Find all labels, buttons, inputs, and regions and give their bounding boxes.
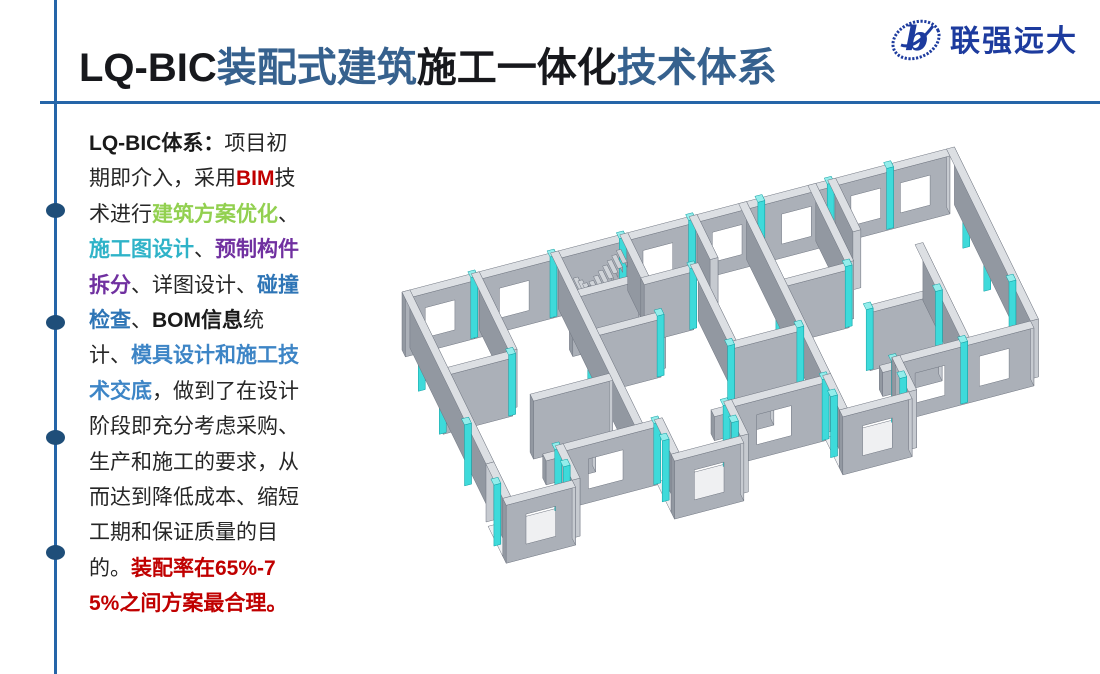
- text-segment: 模具设计和施工技术交底: [89, 344, 299, 403]
- text-segment: 、: [194, 237, 215, 262]
- text-segment: LQ-BIC: [79, 45, 217, 90]
- page-title: LQ-BIC装配式建筑施工一体化技术体系: [79, 44, 777, 92]
- timeline-dot: [46, 430, 65, 445]
- text-segment: 统计、: [89, 308, 264, 368]
- text-segment: 、详图设计、: [131, 272, 257, 297]
- text-segment: 技术进行: [89, 166, 296, 226]
- svg-text:b: b: [905, 19, 929, 59]
- text-segment: 技术体系: [616, 45, 777, 90]
- left-accent-line: [54, 0, 57, 674]
- text-segment: LQ-BIC体系：: [89, 132, 225, 155]
- logo-emblem-icon: b: [891, 19, 941, 61]
- text-segment: 、: [278, 201, 299, 226]
- description-text: LQ-BIC体系：项目初期即介入，采用BIM技术进行建筑方案优化、施工图设计、预…: [89, 126, 305, 622]
- text-segment: 、: [131, 308, 152, 333]
- text-segment: 建筑方案优化: [152, 202, 278, 226]
- text-segment: 装配率在65%-75%之间方案最合理。: [89, 556, 288, 616]
- company-logo: b 联强远大: [889, 14, 1078, 62]
- text-segment: 碰撞检查: [89, 273, 299, 333]
- timeline-dot: [46, 203, 65, 218]
- text-segment: 施工一体化: [416, 45, 617, 90]
- text-segment: BOM信息: [152, 309, 243, 333]
- text-segment: 施工图设计: [89, 238, 194, 262]
- text-segment: ，做到了在设计阶段即充分考虑采购、生产和施工的要求，从而达到降低成本、缩短工期和…: [89, 378, 299, 580]
- text-segment: 装配式建筑: [216, 45, 417, 90]
- text-segment: 项目初期即介入，采用: [89, 131, 288, 191]
- logo-name: 联强远大: [950, 25, 1078, 58]
- timeline-dot: [46, 545, 65, 560]
- text-segment: BIM: [236, 167, 275, 191]
- timeline-dot: [46, 315, 65, 330]
- header-divider-line: [40, 101, 1100, 104]
- text-segment: 预制构件拆分: [89, 238, 299, 297]
